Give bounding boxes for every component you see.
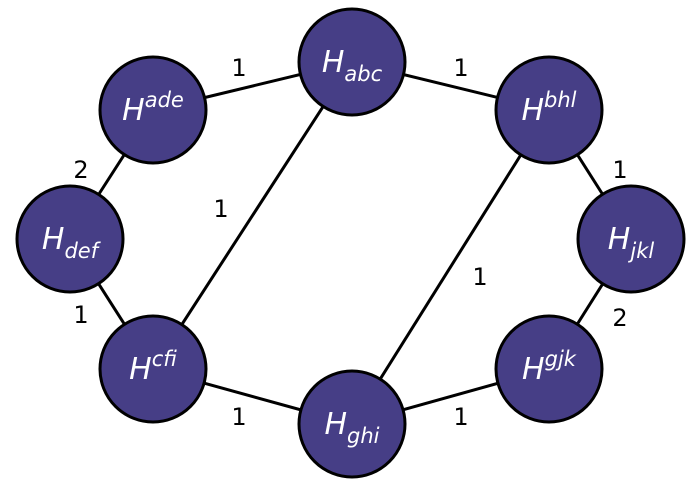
node-label-superscript: ade bbox=[145, 88, 184, 112]
edge-weight-cfi-ghi: 1 bbox=[231, 403, 246, 431]
node-label-subscript: jkl bbox=[627, 239, 654, 263]
node-label-def: Hdef bbox=[42, 222, 102, 263]
node-label-base: H bbox=[521, 93, 544, 128]
node-circle-ghi bbox=[297, 369, 407, 479]
node-label-superscript: bhl bbox=[544, 88, 577, 112]
node-label-abc: Habc bbox=[322, 45, 383, 86]
node-def: Hdef bbox=[15, 184, 125, 294]
node-label-superscript: cfi bbox=[152, 347, 178, 371]
edge-bhl-ghi bbox=[350, 109, 551, 425]
node-label-superscript: gjk bbox=[545, 347, 577, 371]
node-bhl: Hbhl bbox=[494, 55, 604, 165]
node-circle-cfi bbox=[98, 314, 208, 424]
edge-weight-jkl-gjk: 2 bbox=[612, 304, 627, 332]
node-label-base: H bbox=[608, 222, 631, 257]
edge-weight-bhl-jkl: 1 bbox=[612, 156, 627, 184]
edge-weight-abc-bhl: 1 bbox=[453, 54, 468, 82]
node-jkl: Hjkl bbox=[576, 184, 686, 294]
edge-weight-abc-cfi: 1 bbox=[213, 195, 228, 223]
node-cfi: Hcfi bbox=[98, 314, 208, 424]
node-gjk: Hgjk bbox=[494, 314, 604, 424]
node-circle-ade bbox=[98, 55, 208, 165]
node-label-base: H bbox=[129, 352, 152, 387]
node-circle-gjk bbox=[494, 314, 604, 424]
node-circle-def bbox=[15, 184, 125, 294]
node-label-subscript: ghi bbox=[347, 424, 380, 448]
edge-abc-cfi bbox=[151, 61, 354, 370]
node-label-base: H bbox=[122, 93, 145, 128]
node-label-base: H bbox=[324, 407, 347, 442]
node-label-jkl: Hjkl bbox=[608, 222, 655, 263]
node-label-base: H bbox=[42, 222, 65, 257]
node-label-subscript: abc bbox=[344, 62, 382, 86]
node-circle-bhl bbox=[494, 55, 604, 165]
node-abc: Habc bbox=[297, 7, 407, 117]
node-label-ade: Hade bbox=[122, 88, 184, 128]
node-circle-abc bbox=[297, 7, 407, 117]
node-ghi: Hghi bbox=[297, 369, 407, 479]
edge-weight-ade-abc: 1 bbox=[231, 54, 246, 82]
node-circle-jkl bbox=[576, 184, 686, 294]
edge-weight-ade-def: 2 bbox=[73, 156, 88, 184]
node-label-bhl: Hbhl bbox=[521, 88, 576, 128]
node-label-base: H bbox=[522, 352, 545, 387]
edge-weight-ghi-gjk: 1 bbox=[453, 403, 468, 431]
edge-weight-bhl-ghi: 1 bbox=[472, 263, 487, 291]
node-label-base: H bbox=[322, 45, 345, 80]
edge-weight-def-cfi: 1 bbox=[73, 301, 88, 329]
node-label-subscript: def bbox=[64, 239, 101, 263]
edge-weights-layer: 1 1 2 1 1 1 1 2 1 1 bbox=[73, 54, 627, 431]
node-label-gjk: Hgjk bbox=[522, 347, 577, 387]
node-label-cfi: Hcfi bbox=[129, 347, 177, 387]
node-ade: Hade bbox=[98, 55, 208, 165]
node-label-ghi: Hghi bbox=[324, 407, 379, 448]
